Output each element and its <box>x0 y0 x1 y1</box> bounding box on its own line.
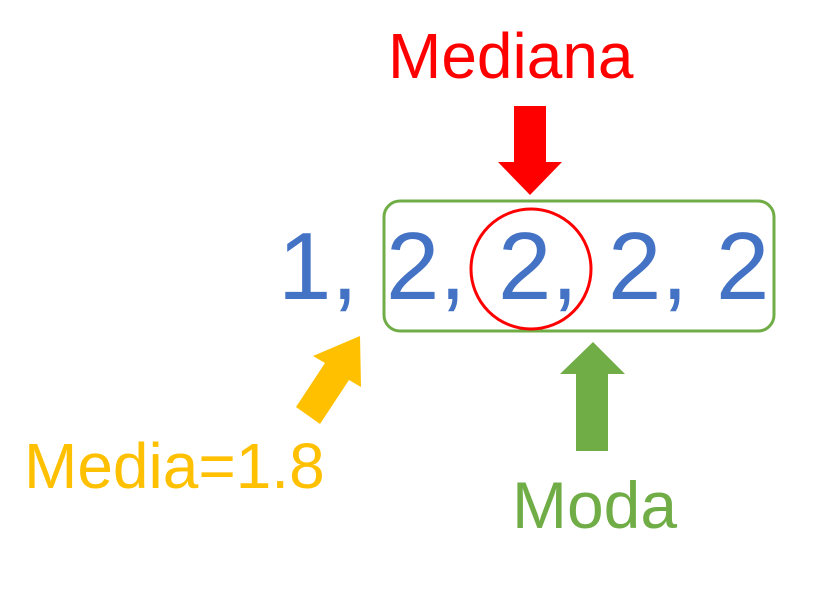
mediana-label: Mediana <box>388 20 634 92</box>
sequence-value: 2 <box>716 213 770 320</box>
moda-box <box>382 199 776 333</box>
sequence-value: 2, <box>608 213 689 320</box>
sequence-value: 2, <box>386 213 467 320</box>
moda-label: Moda <box>512 468 678 542</box>
mediana-arrow <box>498 106 562 195</box>
sequence-value: 2, <box>498 213 579 320</box>
media-arrow <box>296 336 361 424</box>
mediana-circle <box>469 207 593 331</box>
media-label: Media=1.8 <box>24 430 325 502</box>
moda-arrow <box>560 342 625 451</box>
sequence-value: 1, <box>278 213 359 320</box>
